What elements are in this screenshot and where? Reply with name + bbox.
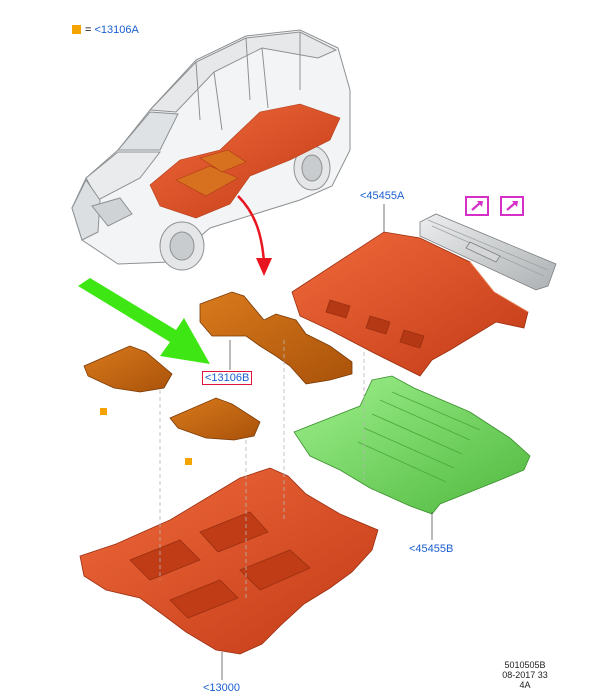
dashed-assembly-lines	[159, 340, 365, 600]
floor-mat-rear-right	[169, 397, 261, 441]
drawing-date: 08-2017 33	[502, 670, 548, 680]
orange-marker-icon	[185, 458, 192, 465]
highlight-arrow	[78, 278, 210, 364]
rear-floor-cover-lower	[293, 375, 531, 515]
floor-mat-rear-left	[83, 345, 173, 393]
floor-mat-front	[199, 291, 353, 385]
drawing-number: 5010505B	[504, 660, 546, 670]
drawing-reference: 5010505B 08-2017 33 4A	[490, 660, 560, 690]
legend-equals: =	[85, 24, 92, 36]
vehicle-floor	[149, 103, 341, 219]
vehicle-illustration	[71, 29, 351, 271]
label-rear-floor-cover-upper[interactable]: <45455A	[360, 190, 405, 202]
callout-arrow	[237, 195, 272, 276]
orange-marker-icon	[72, 25, 81, 34]
leader-lines	[221, 204, 433, 680]
drawing-sheet: 4A	[519, 680, 531, 690]
label-rear-floor-cover-lower[interactable]: <45455B	[409, 543, 454, 555]
legend-ref-link[interactable]: <13106A	[94, 24, 139, 36]
floor-carpet	[79, 467, 379, 655]
legend: =<13106A	[72, 24, 139, 36]
orange-marker-icon	[100, 408, 107, 415]
link-arrow-icon[interactable]	[465, 196, 489, 216]
label-floor-carpet[interactable]: <13000	[203, 682, 241, 694]
label-floor-mat-front[interactable]: <13106B	[202, 371, 253, 385]
rear-floor-cover-upper	[291, 231, 529, 377]
rear-trim-panel	[419, 213, 557, 291]
link-arrow-icon[interactable]	[500, 196, 524, 216]
